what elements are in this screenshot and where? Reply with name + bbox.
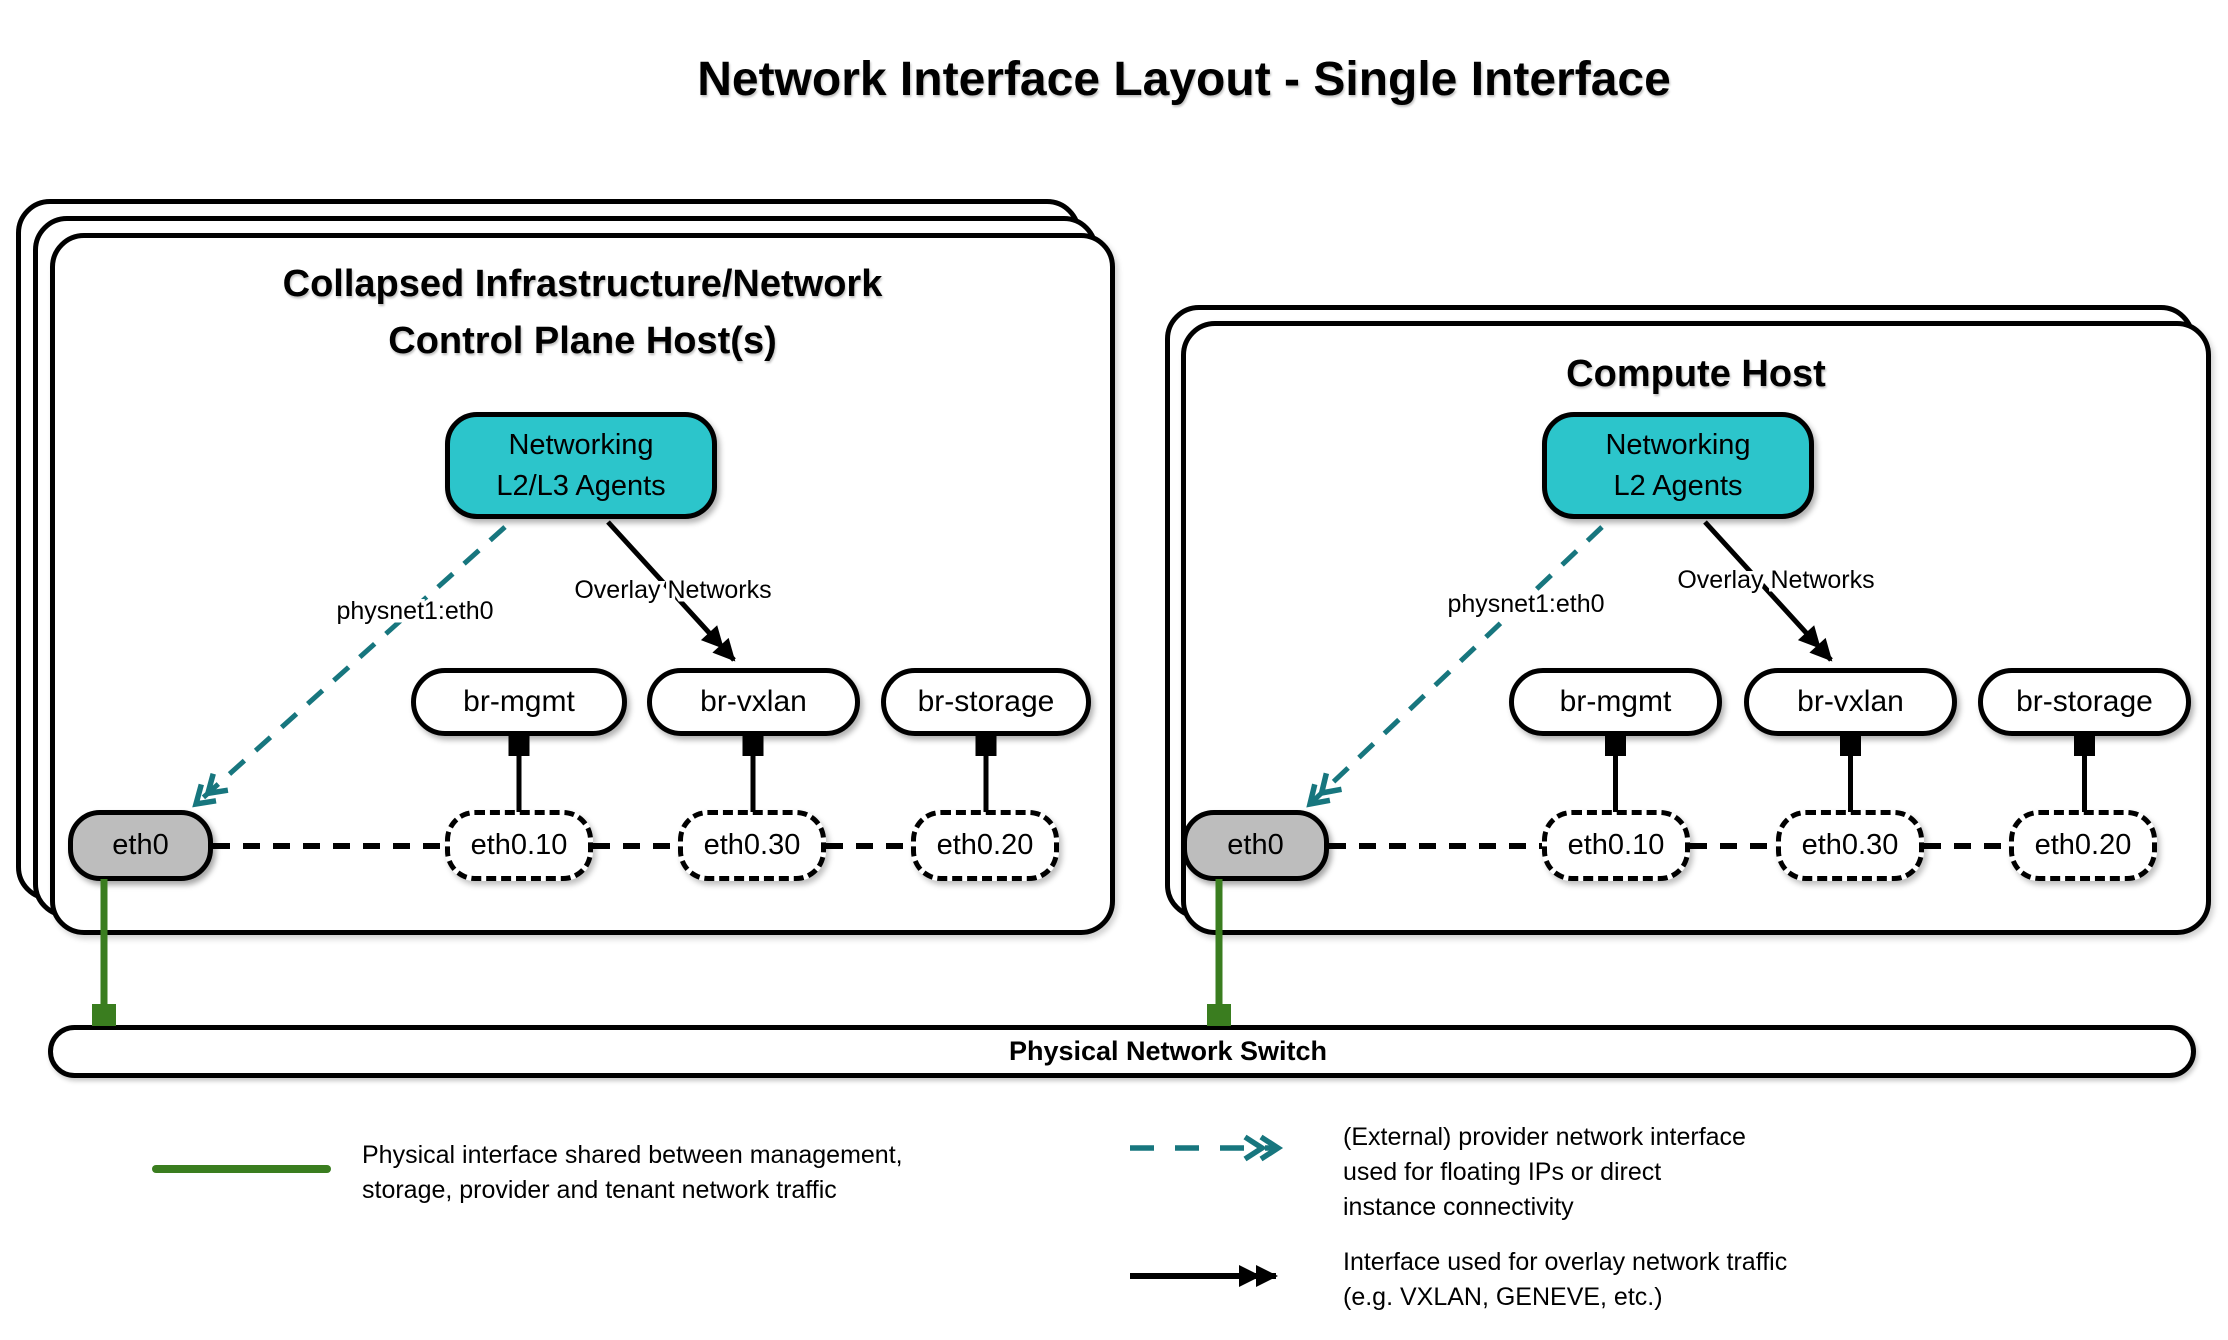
compute-bridge-br-vxlan: br-vxlan bbox=[1744, 668, 1957, 736]
control-bridge-br-vxlan-label: br-vxlan bbox=[700, 685, 807, 718]
control-agent-line1: Networking bbox=[508, 428, 654, 461]
compute-vlan-eth0-10: eth0.10 bbox=[1542, 810, 1690, 881]
control-vlan-eth0-20-label: eth0.20 bbox=[936, 829, 1034, 861]
control-bridge-br-vxlan: br-vxlan bbox=[647, 668, 860, 736]
compute-vlan-eth0-30-label: eth0.30 bbox=[1801, 829, 1899, 861]
control-host-title-line2: Control Plane Host(s) bbox=[388, 320, 777, 362]
legend-overlay-line2: (e.g. VXLAN, GENEVE, etc.) bbox=[1343, 1283, 1663, 1311]
physical-network-switch: Physical Network Switch bbox=[48, 1025, 2196, 1078]
page-title: Network Interface Layout - Single Interf… bbox=[697, 53, 1671, 106]
legend-physical-line1: Physical interface shared between manage… bbox=[362, 1141, 903, 1169]
compute-agent-line1: Networking bbox=[1605, 428, 1751, 461]
control-host-title: Collapsed Infrastructure/Network Control… bbox=[50, 256, 1115, 370]
compute-bridge-br-storage-label: br-storage bbox=[2016, 685, 2153, 718]
control-agent-node: Networking L2/L3 Agents bbox=[445, 412, 717, 519]
legend-physical-line2: storage, provider and tenant network tra… bbox=[362, 1176, 837, 1204]
compute-host-title: Compute Host bbox=[1181, 346, 2211, 403]
control-vlan-eth0-30: eth0.30 bbox=[678, 810, 826, 881]
compute-bridge-br-vxlan-label: br-vxlan bbox=[1797, 685, 1904, 718]
control-bridge-br-storage: br-storage bbox=[881, 668, 1091, 736]
control-bridge-br-storage-label: br-storage bbox=[917, 685, 1055, 718]
legend-provider-text: (External) provider network interface us… bbox=[1343, 1120, 1746, 1225]
compute-vlan-eth0-30: eth0.30 bbox=[1776, 810, 1924, 881]
legend-physical-text: Physical interface shared between manage… bbox=[362, 1138, 903, 1208]
control-eth0-node: eth0 bbox=[68, 810, 213, 881]
compute-eth0-label: eth0 bbox=[1227, 829, 1284, 861]
control-eth0-label: eth0 bbox=[112, 829, 169, 861]
compute-bridge-br-storage: br-storage bbox=[1978, 668, 2191, 736]
control-vlan-eth0-30-label: eth0.30 bbox=[703, 829, 801, 861]
control-uplink-port bbox=[92, 1004, 116, 1026]
compute-agent-line2: L2 Agents bbox=[1613, 469, 1743, 502]
physical-network-switch-label: Physical Network Switch bbox=[1008, 1036, 1328, 1066]
legend-provider-line2: used for floating IPs or direct bbox=[1343, 1158, 1662, 1186]
legend-overlay-text: Interface used for overlay network traff… bbox=[1343, 1245, 1787, 1315]
legend-overlay-line1: Interface used for overlay network traff… bbox=[1343, 1248, 1788, 1276]
compute-vlan-eth0-20: eth0.20 bbox=[2009, 810, 2157, 881]
compute-uplink-port bbox=[1207, 1004, 1231, 1026]
compute-agent-node: Networking L2 Agents bbox=[1542, 412, 1814, 519]
control-vlan-eth0-10: eth0.10 bbox=[445, 810, 593, 881]
control-agent-line2: L2/L3 Agents bbox=[496, 469, 666, 502]
compute-host-title-line1: Compute Host bbox=[1566, 353, 1826, 395]
control-bridge-br-mgmt: br-mgmt bbox=[411, 668, 627, 736]
control-host-title-line1: Collapsed Infrastructure/Network bbox=[282, 263, 883, 305]
legend-provider-line1: (External) provider network interface bbox=[1343, 1123, 1746, 1151]
compute-bridge-br-mgmt-label: br-mgmt bbox=[1559, 685, 1672, 718]
legend-provider-line3: instance connectivity bbox=[1343, 1193, 1574, 1221]
control-vlan-eth0-20: eth0.20 bbox=[911, 810, 1059, 881]
control-bridge-br-mgmt-label: br-mgmt bbox=[463, 685, 575, 718]
compute-vlan-eth0-20-label: eth0.20 bbox=[2034, 829, 2132, 861]
compute-eth0-node: eth0 bbox=[1182, 810, 1329, 881]
compute-bridge-br-mgmt: br-mgmt bbox=[1509, 668, 1722, 736]
compute-vlan-eth0-10-label: eth0.10 bbox=[1567, 829, 1665, 861]
control-vlan-eth0-10-label: eth0.10 bbox=[470, 829, 568, 861]
